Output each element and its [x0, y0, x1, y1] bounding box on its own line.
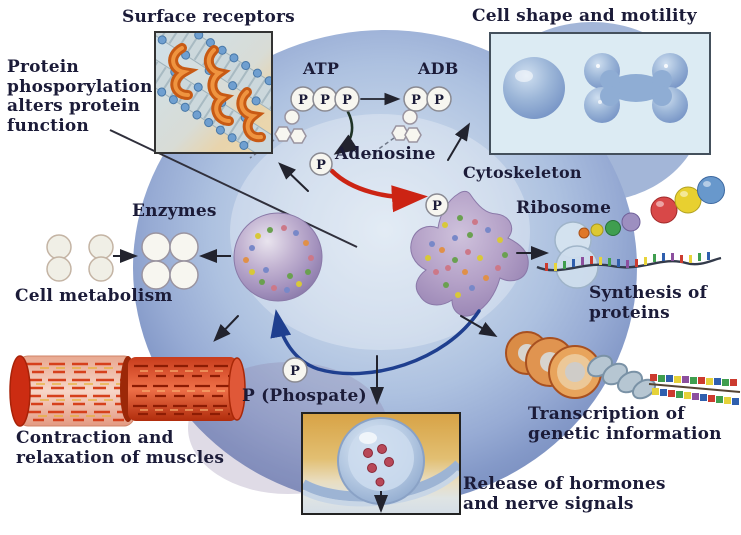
phosphate-transfer-arrow: [333, 110, 359, 155]
receptor-proteins: [168, 43, 266, 143]
label-adb: ADB: [418, 59, 459, 78]
label-synthesis: Synthesis of proteins: [589, 283, 708, 323]
to-cell-shape-arrow: [447, 122, 471, 161]
ribosome-illustration: [536, 176, 725, 289]
adb-p-circle-2: P: [426, 86, 452, 112]
mrna-bases: [545, 252, 710, 271]
membrane-bilayer: [156, 33, 271, 152]
hormone-molecules: [363, 444, 394, 487]
label-phosphate: P (Phospate): [242, 386, 367, 406]
svg-text:P: P: [320, 93, 330, 108]
hormone-release-inset: [301, 412, 461, 515]
adb-p-circle-1: P: [403, 86, 429, 112]
substrate-pairs: [46, 234, 114, 282]
svg-text:P: P: [432, 199, 442, 214]
atp-p-circle-1: P: [290, 86, 316, 112]
label-contraction: Contraction and relaxation of muscles: [16, 428, 225, 468]
label-cell-shape: Cell shape and motility: [472, 6, 697, 26]
enzyme-illustration: [46, 232, 231, 290]
motile-cell: [584, 53, 688, 123]
free-p-circle: P: [309, 152, 333, 176]
label-ribosome: Ribosome: [516, 198, 612, 218]
svg-text:P: P: [434, 93, 444, 108]
label-adenosine: Adenosine: [335, 144, 436, 164]
phosphate-circles: P P P P P P P P: [282, 86, 452, 383]
adb-molecule: [391, 109, 422, 143]
dephosphorylation-blue-arrow: [270, 309, 481, 376]
mrna-strand: [536, 256, 722, 272]
phosphorylation-red-arrow: [329, 168, 428, 213]
surface-receptors-inset: [154, 31, 273, 154]
growing-protein-chain: [578, 176, 725, 239]
chromatin-coil: [505, 331, 602, 399]
svg-text:P: P: [298, 93, 308, 108]
released-p-circle: P: [282, 357, 308, 383]
star-p-circle: P: [425, 193, 449, 217]
label-protein-note: Protein phosporylation alters protein fu…: [7, 57, 153, 136]
to-surface-receptors-arrow: [278, 162, 309, 192]
atp-molecule: [274, 109, 307, 144]
label-release: Release of hormones and nerve signals: [463, 474, 666, 514]
svg-text:P: P: [411, 93, 421, 108]
to-muscle-arrow: [213, 315, 239, 342]
label-transcription: Transcription of genetic information: [528, 404, 722, 444]
svg-text:P: P: [316, 158, 326, 173]
atp-p-circle-2: P: [312, 86, 338, 112]
label-enzymes: Enzymes: [132, 201, 217, 221]
dna-ladder: [648, 374, 741, 405]
protein-sphere: [233, 212, 323, 302]
to-transcription-arrow: [460, 315, 498, 337]
muscle-fiber-illustration: [9, 355, 246, 427]
svg-text:P: P: [290, 364, 300, 379]
flow-arrows: [213, 92, 549, 405]
label-cell-metabolism: Cell metabolism: [15, 286, 173, 306]
label-atp: ATP: [303, 59, 340, 78]
transcription-illustration: [505, 331, 741, 405]
label-surface-receptors: Surface receptors: [122, 7, 295, 27]
enzyme-cluster: [141, 232, 199, 290]
round-cell: [503, 57, 565, 119]
cell-shape-inset: [489, 32, 711, 155]
svg-text:P: P: [342, 93, 352, 108]
phosphorylated-protein: [410, 190, 529, 317]
label-cytoskeleton: Cytoskeleton: [463, 163, 582, 182]
atp-p-circle-3: P: [334, 86, 360, 112]
